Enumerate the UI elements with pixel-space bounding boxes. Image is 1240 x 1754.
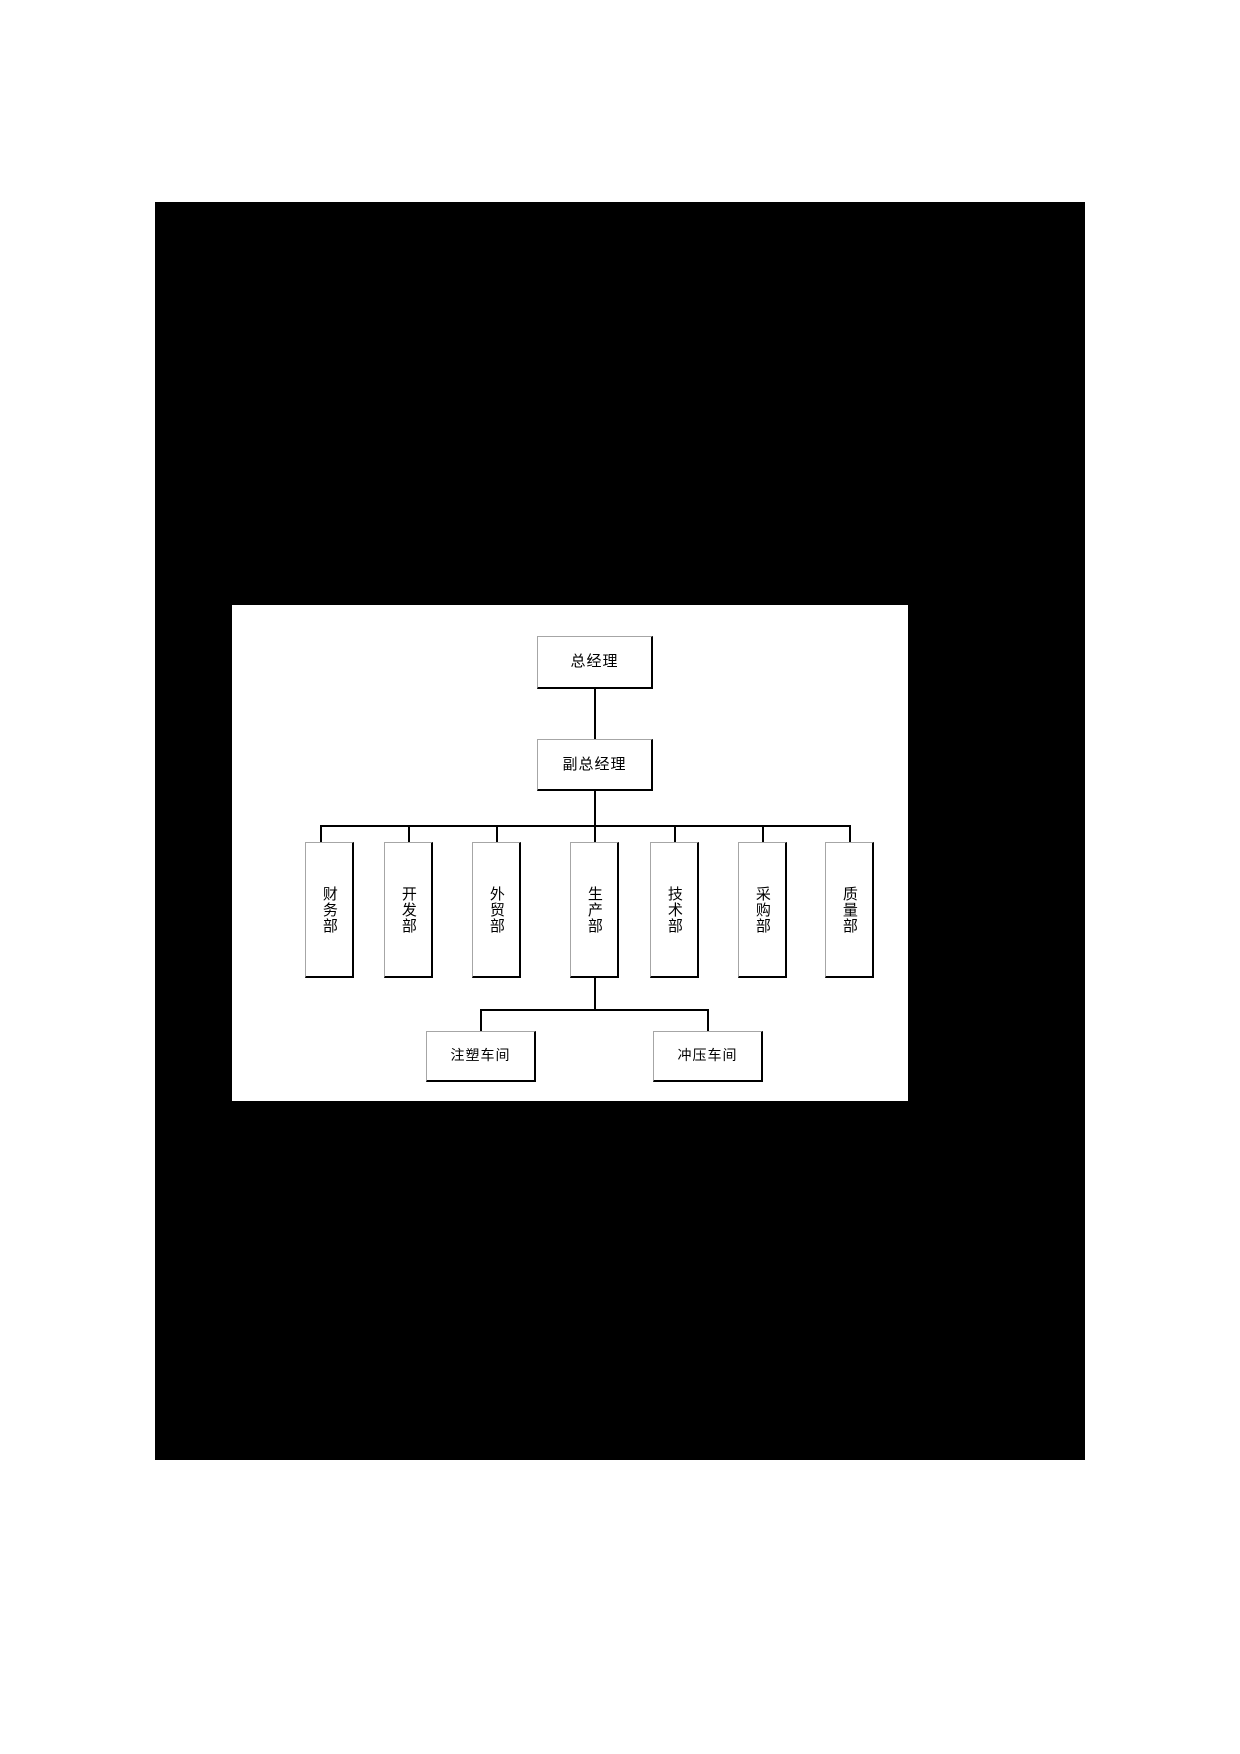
node-label: 注塑车间 [450,1047,511,1064]
edge-bus-to-purchasing [762,825,764,843]
node-department-foreign-trade[interactable]: 外贸部 [472,842,521,978]
node-workshop-injection-molding[interactable]: 注塑车间 [426,1031,536,1082]
edge-bus-to-injection-workshop [480,1009,482,1032]
edge-bus-to-production [594,825,596,843]
node-department-technology[interactable]: 技术部 [650,842,699,978]
org-chart-panel: 总经理 副总经理 财务部 开发 [232,605,908,1101]
edge-bus-to-foreigntrade [496,825,498,843]
node-deputy-general-manager[interactable]: 副总经理 [537,739,653,791]
node-label: 采购部 [753,885,772,934]
edge-bus-to-stamping-workshop [707,1009,709,1032]
workshop-bus-line [480,1009,709,1011]
department-bus-line [320,825,850,827]
node-label: 生产部 [585,885,604,934]
node-department-finance[interactable]: 财务部 [305,842,354,978]
node-label: 财务部 [320,885,339,934]
edge-bus-to-development [408,825,410,843]
node-label: 外贸部 [487,885,506,934]
edge-bus-to-finance [320,825,322,843]
node-department-production[interactable]: 生产部 [570,842,619,978]
edge-gm-to-dgm [594,689,596,739]
node-department-quality[interactable]: 质量部 [825,842,874,978]
node-label: 质量部 [840,885,859,934]
node-label: 技术部 [665,885,684,934]
node-department-development[interactable]: 开发部 [384,842,433,978]
edge-production-to-workshop-bus [594,978,596,1011]
node-department-purchasing[interactable]: 采购部 [738,842,787,978]
scan-black-field: 总经理 副总经理 财务部 开发 [155,202,1085,1460]
node-label: 开发部 [399,885,418,934]
edge-dgm-to-bus [594,791,596,827]
edge-bus-to-quality [849,825,851,843]
edge-bus-to-technology [674,825,676,843]
node-general-manager[interactable]: 总经理 [537,636,653,689]
node-label: 副总经理 [562,754,627,773]
node-workshop-stamping[interactable]: 冲压车间 [653,1031,763,1082]
node-label: 总经理 [570,652,619,671]
node-label: 冲压车间 [677,1047,738,1064]
